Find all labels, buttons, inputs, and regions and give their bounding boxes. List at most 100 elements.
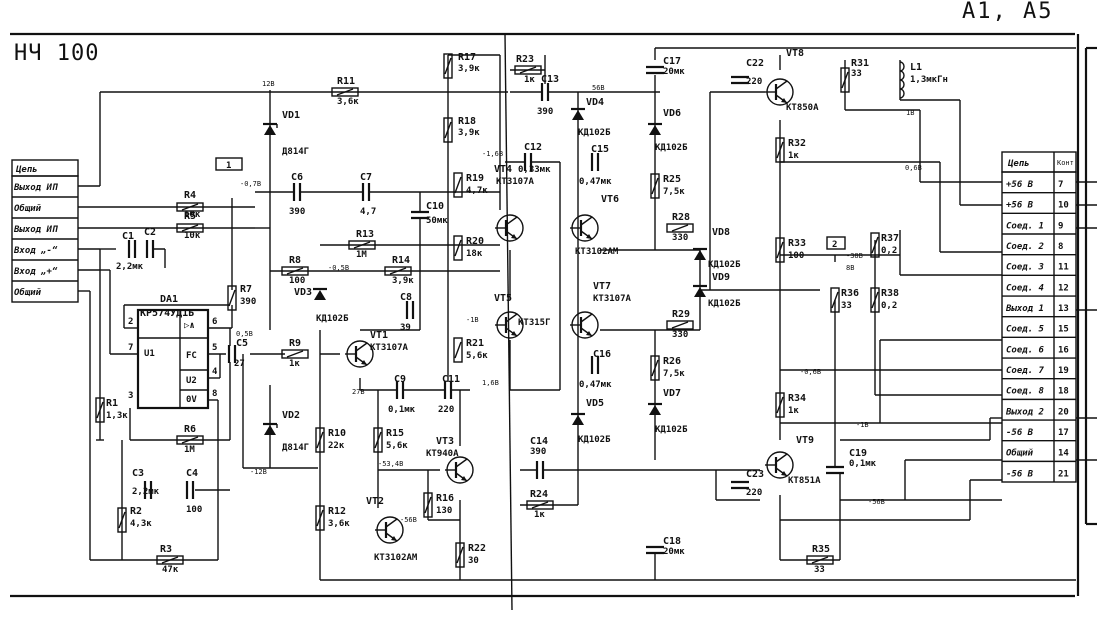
value-vd9: КД102Б (708, 299, 741, 309)
value-c1: 2,2мк (116, 262, 144, 272)
vt6-transistor (570, 214, 599, 242)
label-c19: C19 (849, 448, 867, 459)
right-connector-table: Цепь Конт (1001, 151, 1077, 483)
value-vd7: КД102Б (655, 425, 688, 435)
label-r2: R2 (130, 506, 142, 517)
left-row-1: Выход ИП (13, 183, 59, 193)
r12-resistor (315, 505, 325, 531)
right-row-circuit-15: -56 В (1006, 469, 1034, 479)
value-r33: 100 (788, 251, 804, 261)
ic-cell-amp: ▷∧ (184, 321, 195, 331)
value-vt2: КТ3102АМ (374, 553, 418, 563)
components-layer (95, 53, 905, 568)
value-vt8: КТ850А (786, 103, 819, 113)
value-r11: 3,6к (337, 97, 359, 107)
label-c1: C1 (122, 231, 134, 242)
label-r11: R11 (337, 76, 355, 87)
right-row-circuit-7: Выход 1 (1005, 304, 1044, 314)
label-c18: C18 (663, 536, 681, 547)
label-r25: R25 (663, 174, 681, 185)
label-vt3: VT3 (436, 436, 454, 447)
l1-inductor (899, 61, 905, 99)
label-r32: R32 (788, 138, 806, 149)
ic-name: DA1 (160, 294, 178, 305)
value-c9: 0,1мк (388, 405, 416, 415)
value-vt3: КТ940А (426, 449, 459, 459)
value-r6: 1М (184, 445, 195, 455)
c19-capacitor (826, 465, 844, 475)
label-c7: C7 (360, 172, 372, 183)
c18-capacitor (646, 545, 664, 555)
voltage-label-13: 1В (906, 109, 914, 117)
label-c6: C6 (291, 172, 303, 183)
vt3-transistor (445, 456, 474, 484)
c10-capacitor (411, 210, 429, 220)
label-r19: R19 (466, 173, 484, 184)
right-row-contact-10: 19 (1058, 366, 1069, 376)
r37-resistor (870, 232, 880, 258)
value-r34: 1к (788, 406, 799, 416)
r31-resistor (840, 67, 850, 93)
value-r32: 1к (788, 151, 799, 161)
r4-resistor (176, 202, 204, 212)
value-r36: 33 (841, 301, 852, 311)
label-c9: C9 (394, 374, 406, 385)
vd3-diode (313, 287, 327, 300)
r17-resistor (443, 53, 453, 79)
vd1-diode (263, 122, 278, 135)
value-vd8: КД102Б (708, 260, 741, 270)
right-row-contact-3: 9 (1058, 221, 1063, 231)
vd2-diode (263, 422, 278, 435)
ic-pin-6: 6 (212, 317, 217, 327)
value-vt4: КТ3107А (496, 177, 535, 187)
label-vd2: VD2 (282, 410, 300, 421)
c9-capacitor (395, 381, 405, 399)
label-vd1: VD1 (282, 110, 300, 121)
value-r15: 5,6к (386, 441, 408, 451)
left-row-4: Вход „-“ (13, 246, 58, 256)
c14-capacitor (535, 461, 545, 479)
label-c10: C10 (426, 201, 444, 212)
value-vd5: КД102Б (578, 435, 611, 445)
label-r7: R7 (240, 284, 252, 295)
c22-capacitor (731, 75, 749, 85)
c7-capacitor (361, 183, 371, 201)
right-row-contact-13: 17 (1058, 428, 1069, 438)
c15-capacitor (590, 153, 600, 171)
label-r22: R22 (468, 543, 486, 554)
c17-capacitor (646, 65, 664, 75)
c8-capacitor (405, 301, 415, 319)
value-c5: 27 (234, 359, 245, 369)
label-r8: R8 (289, 255, 301, 266)
value-r25: 7,5к (663, 187, 685, 197)
right-table-header-contact: Конт (1057, 159, 1074, 167)
r19-resistor (453, 172, 463, 198)
value-r24: 1к (534, 510, 545, 520)
c16-capacitor (590, 356, 600, 374)
value-vd6: КД102Б (655, 143, 688, 153)
label-r6: R6 (184, 424, 196, 435)
label-c13: C13 (541, 74, 559, 85)
r13-resistor (348, 240, 376, 250)
label-r20: R20 (466, 236, 484, 247)
vd6-diode (648, 122, 662, 135)
vd9-diode (693, 284, 707, 297)
label-vt1: VT1 (370, 330, 388, 341)
left-row-5: Вход „+“ (13, 267, 58, 277)
value-r28: 330 (672, 233, 688, 243)
vt9-transistor (765, 451, 794, 479)
r35-resistor (806, 555, 834, 565)
r20-resistor (453, 235, 463, 261)
voltage-label-7: -1В (466, 316, 479, 324)
value-r16: 130 (436, 506, 452, 516)
value-c17: 20мк (663, 67, 685, 77)
right-row-contact-7: 13 (1058, 304, 1069, 314)
value-c14: 390 (530, 447, 546, 457)
r8-resistor (281, 266, 309, 276)
label-r4: R4 (184, 190, 196, 201)
right-row-circuit-14: Общий (1006, 448, 1034, 459)
c23-capacitor (731, 480, 749, 490)
right-row-contact-1: 7 (1058, 180, 1063, 190)
label-r28: R28 (672, 212, 690, 223)
